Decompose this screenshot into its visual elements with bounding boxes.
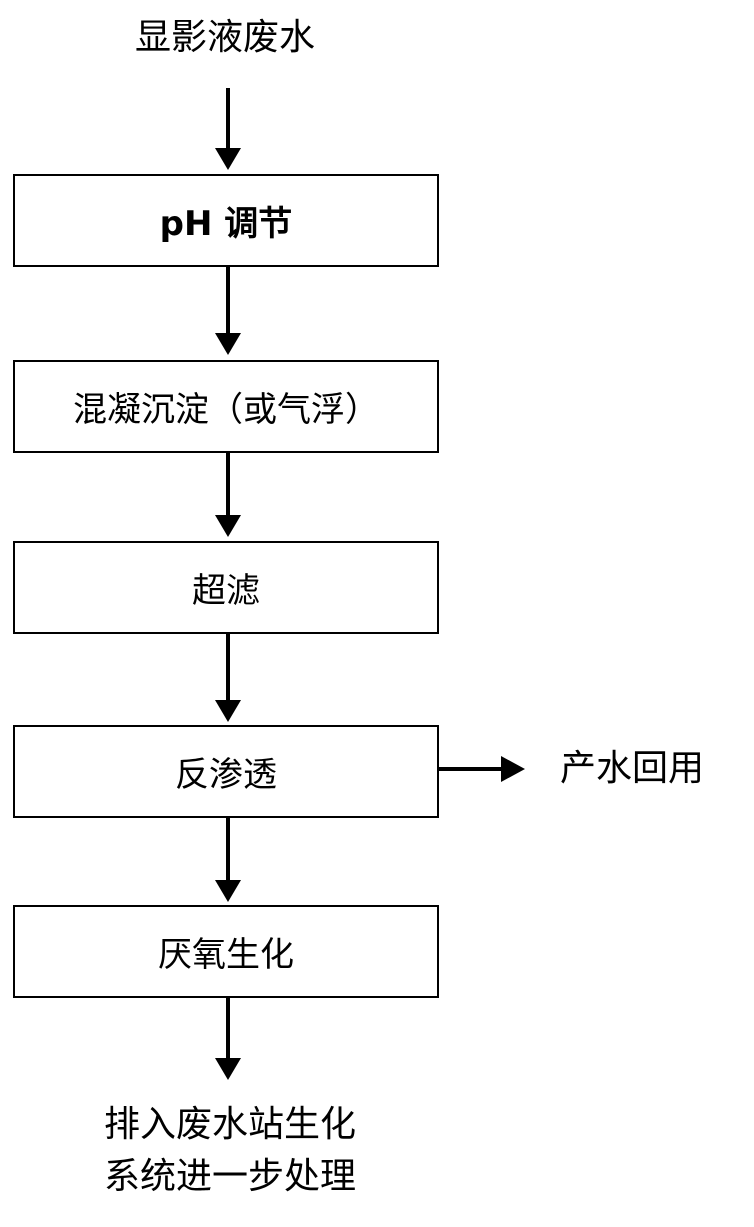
step-ultrafiltration: 超滤 [13, 541, 439, 634]
step-coagulation-label: 混凝沉淀（或气浮） [73, 390, 379, 430]
arrow-ph-to-coagulation [213, 267, 243, 355]
step-reverse-osmosis: 反渗透 [13, 725, 439, 818]
final-output: 排入废水站生化 系统进一步处理 [40, 1105, 420, 1197]
input-label: 显影液废水 [134, 17, 315, 58]
arrow-ro-to-anaerobic [213, 818, 243, 902]
step-coagulation: 混凝沉淀（或气浮） [13, 360, 439, 453]
arrow-ro-to-reuse [439, 756, 525, 782]
arrow-coagulation-to-ultrafiltration [213, 453, 243, 537]
final-output-line-1: 排入废水站生化 [103, 1104, 356, 1145]
arrow-anaerobic-to-final [213, 998, 243, 1080]
final-output-line-2: 系统进一步处理 [103, 1156, 356, 1197]
arrow-input-to-ph [213, 88, 243, 170]
arrow-ultrafiltration-to-ro [213, 634, 243, 722]
step-ph-adjust-label: pH 调节 [159, 204, 293, 244]
step-ultrafiltration-label: 超滤 [192, 571, 260, 611]
step-ph-adjust: pH 调节 [13, 174, 439, 267]
step-anaerobic-biochem-label: 厌氧生化 [158, 935, 294, 975]
step-anaerobic-biochem: 厌氧生化 [13, 905, 439, 998]
side-output-label: 产水回用 [560, 748, 705, 789]
step-reverse-osmosis-label: 反渗透 [175, 755, 277, 795]
